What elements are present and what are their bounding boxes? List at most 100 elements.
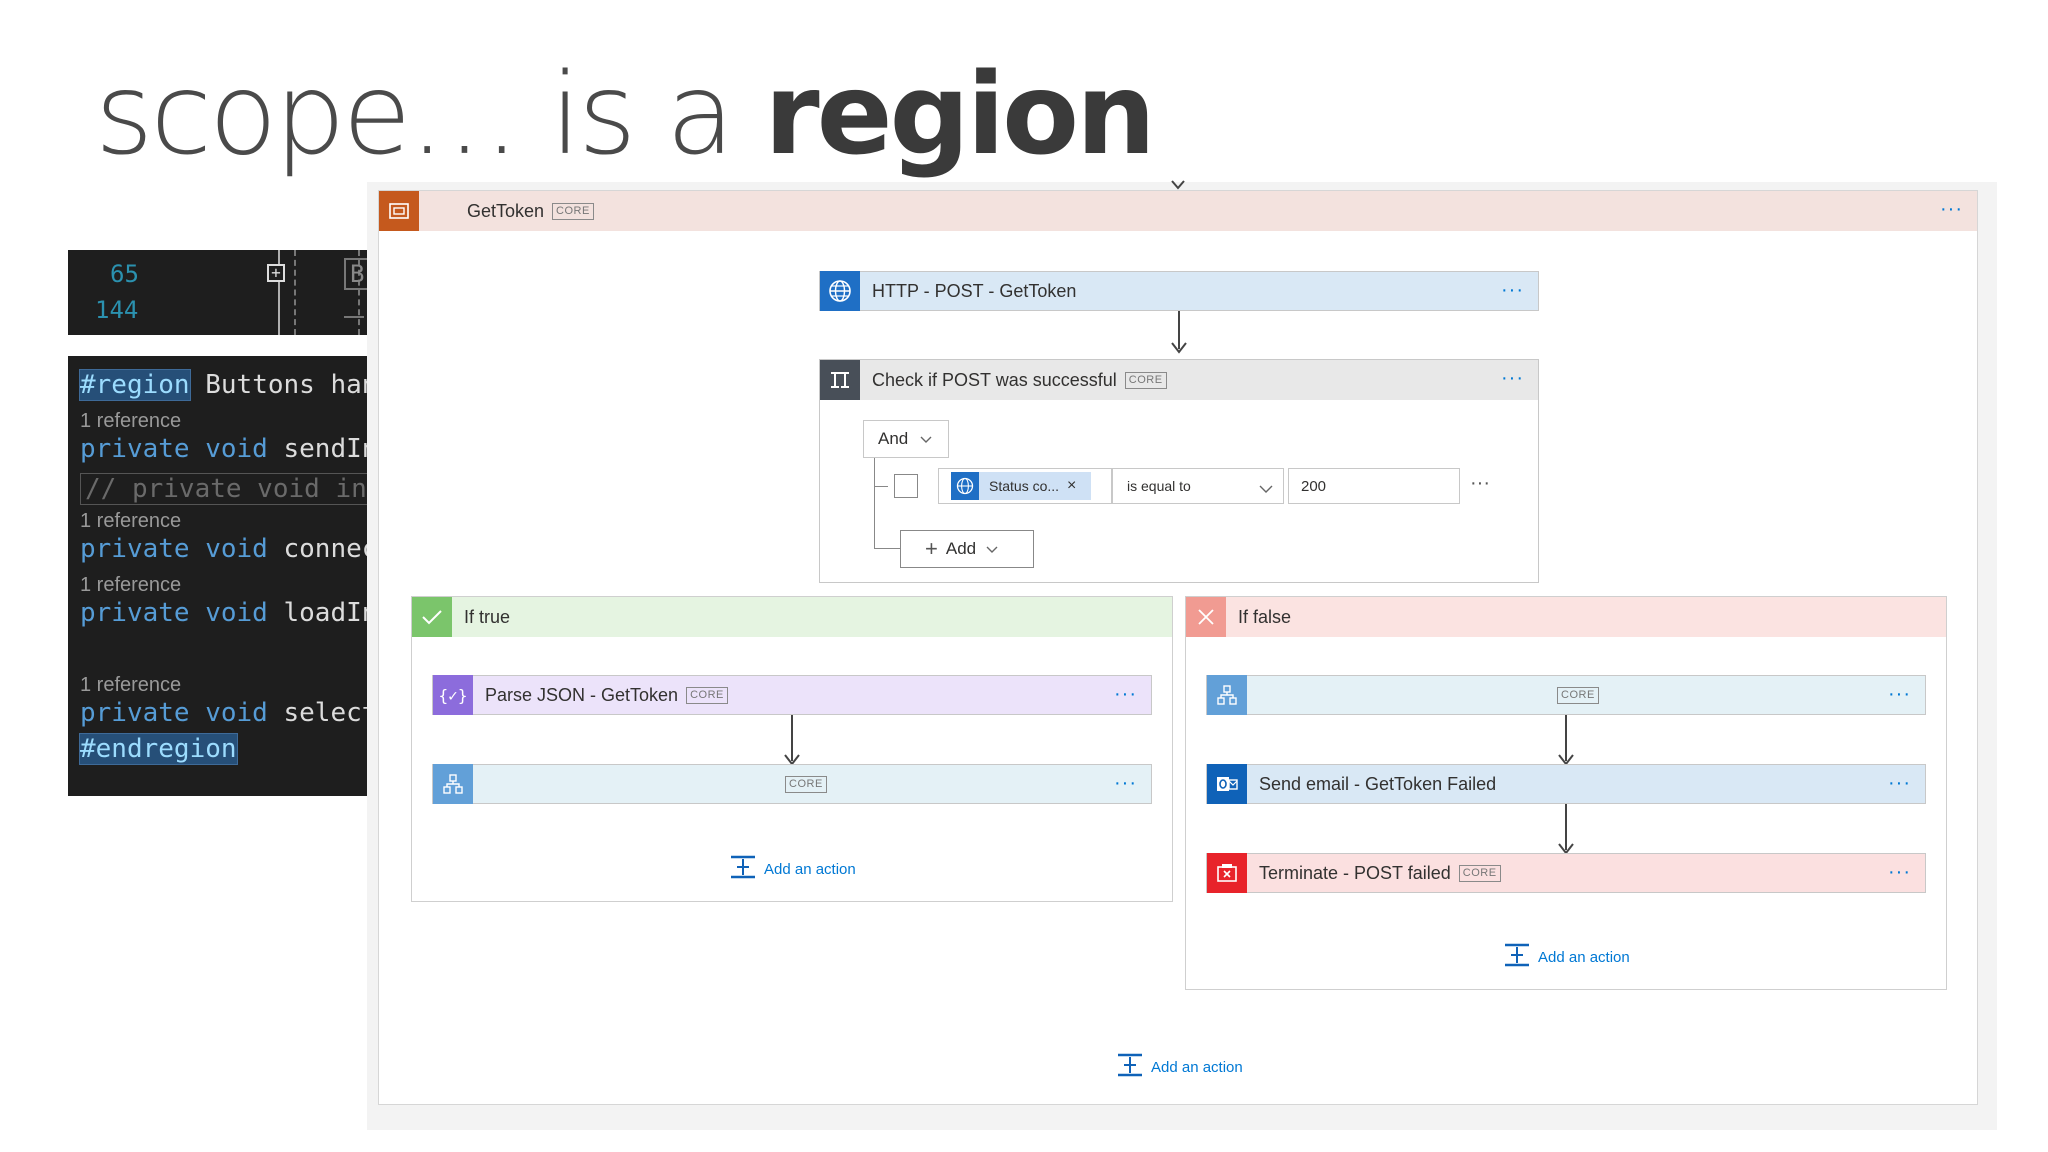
chevron-down-icon [1259,481,1273,497]
reference-count: 1 reference [80,410,182,432]
terminate-menu-button[interactable]: ··· [1888,861,1911,883]
code-line-comment: // private void int [80,473,367,505]
send-email-title: Send email - GetToken Failed [1259,773,1497,794]
method-name: select [283,698,368,728]
if-true-add-action-button[interactable]: Add an action [730,855,856,883]
send-email-menu-button[interactable]: ··· [1888,772,1911,794]
title-light: scope… is a [95,50,765,180]
title-bold: region [764,50,1155,180]
add-action-icon [730,855,756,883]
value-input-text: 200 [1301,477,1327,495]
if-true-header: If true [412,597,1172,637]
workflow-card[interactable]: CORE ··· [1206,675,1926,715]
scope-add-action-button[interactable]: Add an action [1117,1053,1243,1081]
line-number-1: 65 [110,260,139,288]
add-action-label: Add an action [764,860,856,878]
if-false-add-action-button[interactable]: Add an action [1504,943,1630,971]
http-action-card[interactable]: HTTP - POST - GetToken ··· [819,271,1539,311]
add-action-icon [1117,1053,1143,1081]
parse-json-menu-button[interactable]: ··· [1114,683,1137,705]
scope-container: GetToken CORE ··· HTTP - POST - GetToken… [378,190,1978,1105]
reference-count: 1 reference [80,510,182,532]
outlook-icon [1207,764,1247,804]
condition-tree-branch [874,486,888,487]
code-line-method: private void select [80,698,367,728]
guide-line [278,250,280,335]
group-operator-dropdown[interactable]: And [863,420,949,458]
condition-tree-branch [874,548,900,549]
token-globe-icon [951,472,979,500]
workflow-icon [433,764,473,804]
token-field[interactable]: Status co... × [938,468,1112,504]
add-action-icon [1504,943,1530,971]
parse-json-card[interactable]: {✓} Parse JSON - GetToken CORE ··· [432,675,1152,715]
connector-line [791,715,793,761]
code-line-region: #region Buttons han [79,369,367,401]
add-condition-button[interactable]: + Add [900,530,1034,568]
condition-header[interactable]: Check if POST was successful CORE ··· [820,360,1538,400]
code-keyword: private void [80,434,284,464]
group-operator-value: And [878,429,909,448]
code-line-method: private void loadIn [80,598,367,628]
expand-region-icon[interactable]: + [267,264,285,282]
send-email-card[interactable]: Send email - GetToken Failed ··· [1206,764,1926,804]
code-keyword: private void [80,698,284,728]
method-name: loadIn [283,598,368,628]
token-remove-button[interactable]: × [1067,477,1077,494]
core-badge: CORE [785,776,827,793]
collapsed-region-label: B [350,260,365,288]
core-badge: CORE [1557,687,1599,704]
core-badge: CORE [686,686,728,704]
http-action-title: HTTP - POST - GetToken [872,280,1077,301]
endregion-directive: #endregion [79,733,238,765]
scope-menu-button[interactable]: ··· [1940,198,1963,220]
add-action-label: Add an action [1538,948,1630,966]
scope-header[interactable]: GetToken CORE ··· [379,191,1977,231]
reference-count: 1 reference [80,674,182,696]
if-true-branch: If true {✓} Parse JSON - GetToken CORE ·… [411,596,1173,902]
parse-json-title: Parse JSON - GetToken [485,684,679,705]
code-keyword: private void [80,598,284,628]
guide-line-solid [344,316,364,318]
row-menu-button[interactable]: ··· [1470,472,1490,494]
scope-title-row: GetToken CORE [467,201,594,222]
scope-icon [379,191,419,231]
code-editor-panel: #region Buttons han 1 reference private … [68,356,367,796]
chevron-down-icon [920,429,932,449]
slide-title: scope… is a region [95,40,1156,190]
dynamic-content-token[interactable]: Status co... × [951,472,1091,500]
if-false-branch: If false CORE ··· Send email - GetToken … [1185,596,1947,990]
region-directive: #region [79,369,191,401]
value-input[interactable]: 200 [1288,468,1460,504]
workflow-card[interactable]: CORE ··· [432,764,1152,804]
if-true-label: If true [464,606,511,627]
condition-title: Check if POST was successful [872,369,1117,390]
connector-arrow-icon [1170,341,1188,360]
reference-count: 1 reference [80,574,182,596]
terminate-card[interactable]: Terminate - POST failed CORE ··· [1206,853,1926,893]
workflow-menu-button[interactable]: ··· [1888,683,1911,705]
chevron-down-icon [986,539,998,559]
if-false-label: If false [1238,606,1292,627]
guide-line-dashed [358,250,360,335]
add-action-label: Add an action [1151,1058,1243,1076]
operator-dropdown[interactable]: is equal to [1112,468,1284,504]
add-condition-label: Add [945,539,977,558]
parse-json-icon: {✓} [433,675,473,715]
scope-title: GetToken [467,201,545,221]
connector-line [1565,715,1567,761]
condition-menu-button[interactable]: ··· [1501,367,1524,389]
http-action-menu-button[interactable]: ··· [1501,279,1524,301]
workflow-menu-button[interactable]: ··· [1114,772,1137,794]
core-badge: CORE [1124,371,1167,389]
http-globe-icon [820,271,860,311]
workflow-icon [1207,675,1247,715]
condition-tree-line [874,458,875,548]
condition-card: Check if POST was successful CORE ··· An… [819,359,1539,583]
collapsed-region-box[interactable]: B [344,258,367,290]
code-line-method: private void sendIn [80,434,367,464]
core-badge: CORE [552,203,594,220]
code-comment: // private void int [85,474,367,504]
row-select-checkbox[interactable] [894,474,918,498]
code-keyword: private void [80,534,284,564]
